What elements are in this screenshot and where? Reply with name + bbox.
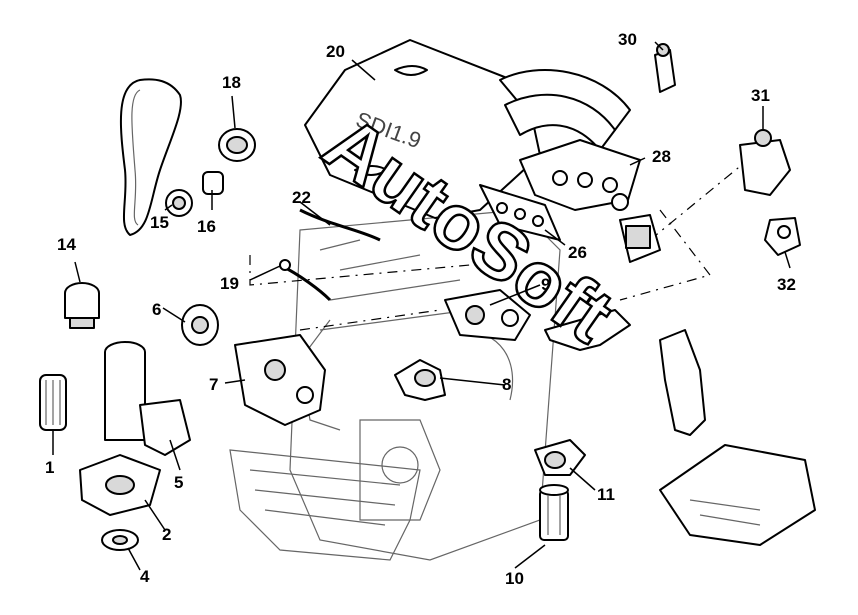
exhaust-manifold-part-28 — [519, 139, 641, 211]
callout-22: 22 — [292, 188, 311, 207]
injection-pump-part-7 — [234, 334, 326, 426]
callout-26: 26 — [568, 243, 587, 262]
callout-15: 15 — [150, 213, 169, 232]
callout-1: 1 — [45, 458, 54, 477]
intake-manifold — [499, 69, 631, 151]
seal-part-4 — [101, 529, 139, 551]
callout-32: 32 — [777, 275, 796, 294]
filter-part-1 — [39, 374, 67, 431]
air-filter-box — [659, 444, 816, 546]
callout-6: 6 — [152, 300, 161, 319]
callout-2: 2 — [162, 525, 171, 544]
pulley-part-18 — [218, 128, 256, 162]
group-dashed-lines — [249, 149, 761, 331]
callout-31: 31 — [751, 86, 770, 105]
callout-10: 10 — [505, 569, 524, 588]
gear-part-6 — [181, 304, 219, 346]
breather-hose-part-22 — [299, 208, 381, 242]
manifold-gasket-part-26 — [479, 184, 561, 241]
callout-30: 30 — [618, 30, 637, 49]
callout-5: 5 — [174, 473, 183, 492]
callout-18: 18 — [222, 73, 241, 92]
timing-belt — [119, 78, 182, 236]
coolant-pipe-part-19 — [279, 259, 332, 302]
valve-part-31 — [739, 129, 791, 196]
callout-28: 28 — [652, 147, 671, 166]
callout-9: 9 — [541, 275, 550, 294]
egr-valve — [619, 214, 661, 263]
callout-4: 4 — [140, 567, 150, 586]
flange-part-8 — [394, 359, 446, 401]
engine-cover-part-20: SDI1.9 — [304, 39, 541, 219]
oil-filter-housing-part-5 — [104, 341, 191, 456]
callout-8: 8 — [502, 375, 511, 394]
sleeve-part-16 — [202, 171, 224, 195]
callout-labels: 1 2 4 5 6 7 8 9 10 11 14 15 16 18 19 20 … — [45, 30, 796, 588]
tensioner-part-15 — [165, 189, 193, 217]
callout-7: 7 — [209, 375, 218, 394]
bracket-part-11 — [534, 439, 586, 476]
intake-hose — [659, 329, 706, 436]
fuel-filter-part-10 — [539, 484, 569, 541]
callout-20: 20 — [326, 42, 345, 61]
leader-lines — [52, 41, 791, 571]
callout-19: 19 — [220, 274, 239, 293]
oil-cap-part-14 — [64, 282, 100, 329]
callout-14: 14 — [57, 235, 76, 254]
thermostat-housing-part-9 — [444, 289, 531, 341]
engine-bracket — [544, 309, 631, 351]
flange-part-32 — [764, 217, 801, 256]
oil-filter-base-part-2 — [79, 454, 161, 516]
sensor-part-30 — [654, 43, 676, 93]
callout-16: 16 — [197, 217, 216, 236]
callout-11: 11 — [597, 485, 615, 504]
